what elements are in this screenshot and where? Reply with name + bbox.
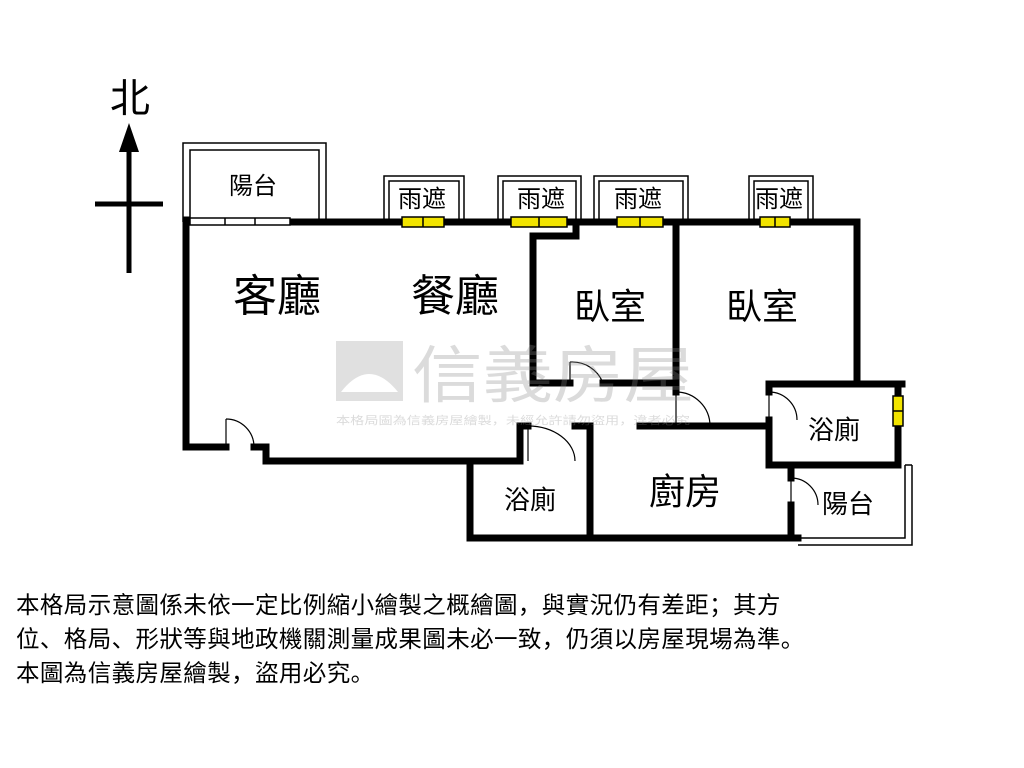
room-label-balcony-north: 陽台 [229, 172, 277, 200]
watermark-notice: 本格局圖為信義房屋繪製，未經允許請勿盜用，違者必究 [336, 413, 690, 427]
room-label-bathroom-1: 浴廁 [504, 486, 556, 516]
room-label-living-room: 客廳 [233, 271, 321, 322]
north-label: 北 [110, 76, 150, 122]
floor-plan: 北 [95, 76, 913, 546]
room-label-canopy-2: 雨遮 [517, 185, 565, 213]
room-label-canopy-3: 雨遮 [614, 185, 662, 213]
compass: 北 [95, 76, 163, 273]
north-arrow-icon [119, 123, 139, 152]
room-label-bathroom-2: 浴廁 [808, 416, 860, 446]
disclaimer-line-1: 本格局示意圖係未依一定比例縮小繪製之概繪圖，與實況仍有差距；其方 [16, 591, 781, 619]
disclaimer-line-2: 位、格局、形狀等與地政機關測量成果圖未必一致，仍須以房屋現場為準。 [16, 625, 805, 653]
sliding-door [189, 217, 291, 226]
doors [225, 361, 819, 506]
watermark: 信義房屋 本格局圖為信義房屋繪製，未經允許請勿盜用，違者必究 [336, 339, 694, 427]
room-label-canopy-1: 雨遮 [398, 185, 446, 213]
room-label-dining-room: 餐廳 [411, 271, 499, 322]
room-label-canopy-4: 雨遮 [755, 185, 803, 213]
watermark-logo-icon [336, 341, 403, 401]
room-label-kitchen: 廚房 [649, 472, 721, 513]
room-label-balcony-south: 陽台 [822, 490, 874, 520]
disclaimer: 本格局示意圖係未依一定比例縮小繪製之概繪圖，與實況仍有差距；其方 位、格局、形狀… [16, 588, 1011, 690]
room-label-bedroom-2: 臥室 [726, 287, 798, 328]
watermark-brand: 信義房屋 [412, 339, 694, 412]
windows [401, 216, 904, 427]
disclaimer-line-3: 本圖為信義房屋繪製，盜用必究。 [16, 659, 375, 687]
room-label-bedroom-1: 臥室 [574, 287, 646, 328]
room-labels: 陽台 雨遮 雨遮 雨遮 雨遮 客廳 餐廳 臥室 臥室 浴廁 浴廁 廚房 陽台 [229, 172, 874, 520]
